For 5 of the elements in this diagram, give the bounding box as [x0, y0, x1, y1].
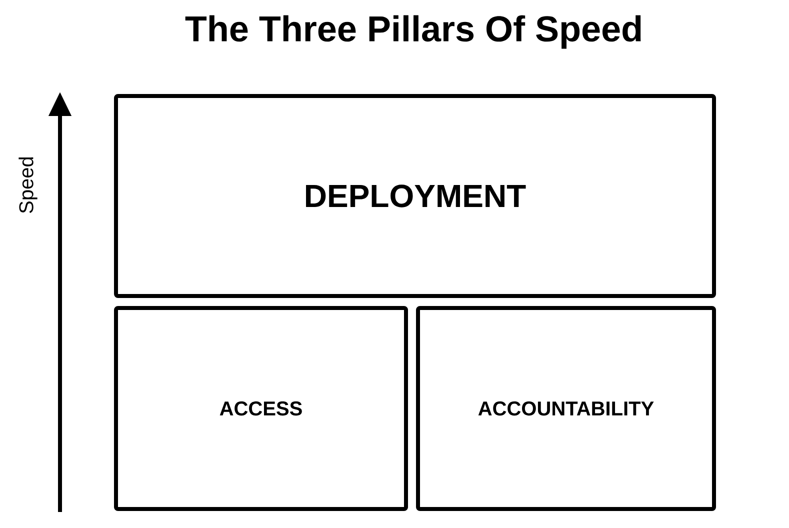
- pillar-box: ACCOUNTABILITY: [416, 306, 716, 511]
- pillar-box: DEPLOYMENT: [114, 94, 716, 298]
- axis-label: Speed: [18, 157, 38, 213]
- pillar-box: ACCESS: [114, 306, 408, 511]
- title: The Three Pillars Of Speed: [185, 15, 641, 49]
